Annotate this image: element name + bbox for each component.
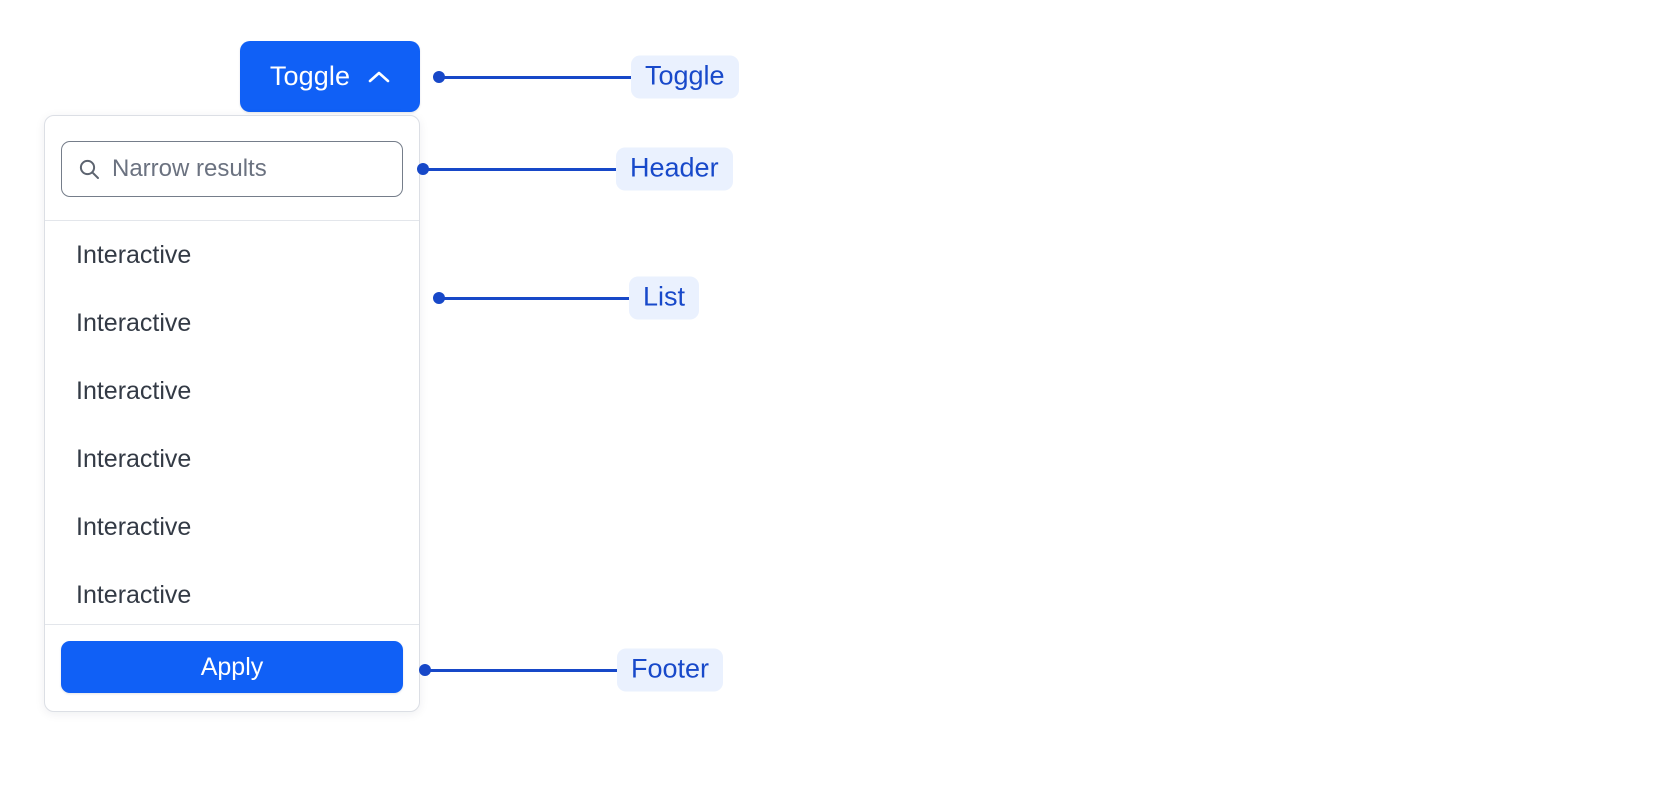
list-item[interactable]: Interactive (45, 221, 419, 289)
list-item[interactable]: Interactive (45, 289, 419, 357)
annotation-line (425, 668, 623, 672)
list-item[interactable]: Interactive (45, 561, 419, 624)
annotation-line (439, 296, 635, 300)
search-icon (78, 158, 100, 180)
dropdown-list: Interactive Interactive Interactive Inte… (45, 221, 419, 624)
apply-button[interactable]: Apply (61, 641, 403, 693)
annotation-label: Toggle (631, 55, 739, 99)
list-item-label: Interactive (76, 376, 192, 405)
annotation-label: List (629, 276, 700, 320)
dropdown-footer: Apply (45, 624, 419, 711)
search-field[interactable] (61, 141, 403, 197)
annotation-line (439, 75, 637, 79)
annotation-label: Header (616, 147, 733, 191)
dropdown-header (45, 116, 419, 221)
list-item-label: Interactive (76, 240, 192, 269)
annotation-line (423, 167, 622, 171)
list-item[interactable]: Interactive (45, 357, 419, 425)
dropdown-panel: Interactive Interactive Interactive Inte… (44, 115, 420, 712)
list-item[interactable]: Interactive (45, 493, 419, 561)
toggle-button-label: Toggle (269, 61, 351, 91)
annotation-label: Footer (617, 648, 724, 692)
list-item-label: Interactive (76, 512, 192, 541)
list-item-label: Interactive (76, 308, 192, 337)
chevron-up-icon (368, 70, 390, 84)
toggle-button[interactable]: Toggle (240, 41, 420, 112)
search-input[interactable] (112, 155, 386, 183)
list-item[interactable]: Interactive (45, 425, 419, 493)
list-item-label: Interactive (76, 580, 192, 609)
list-item-label: Interactive (76, 444, 192, 473)
